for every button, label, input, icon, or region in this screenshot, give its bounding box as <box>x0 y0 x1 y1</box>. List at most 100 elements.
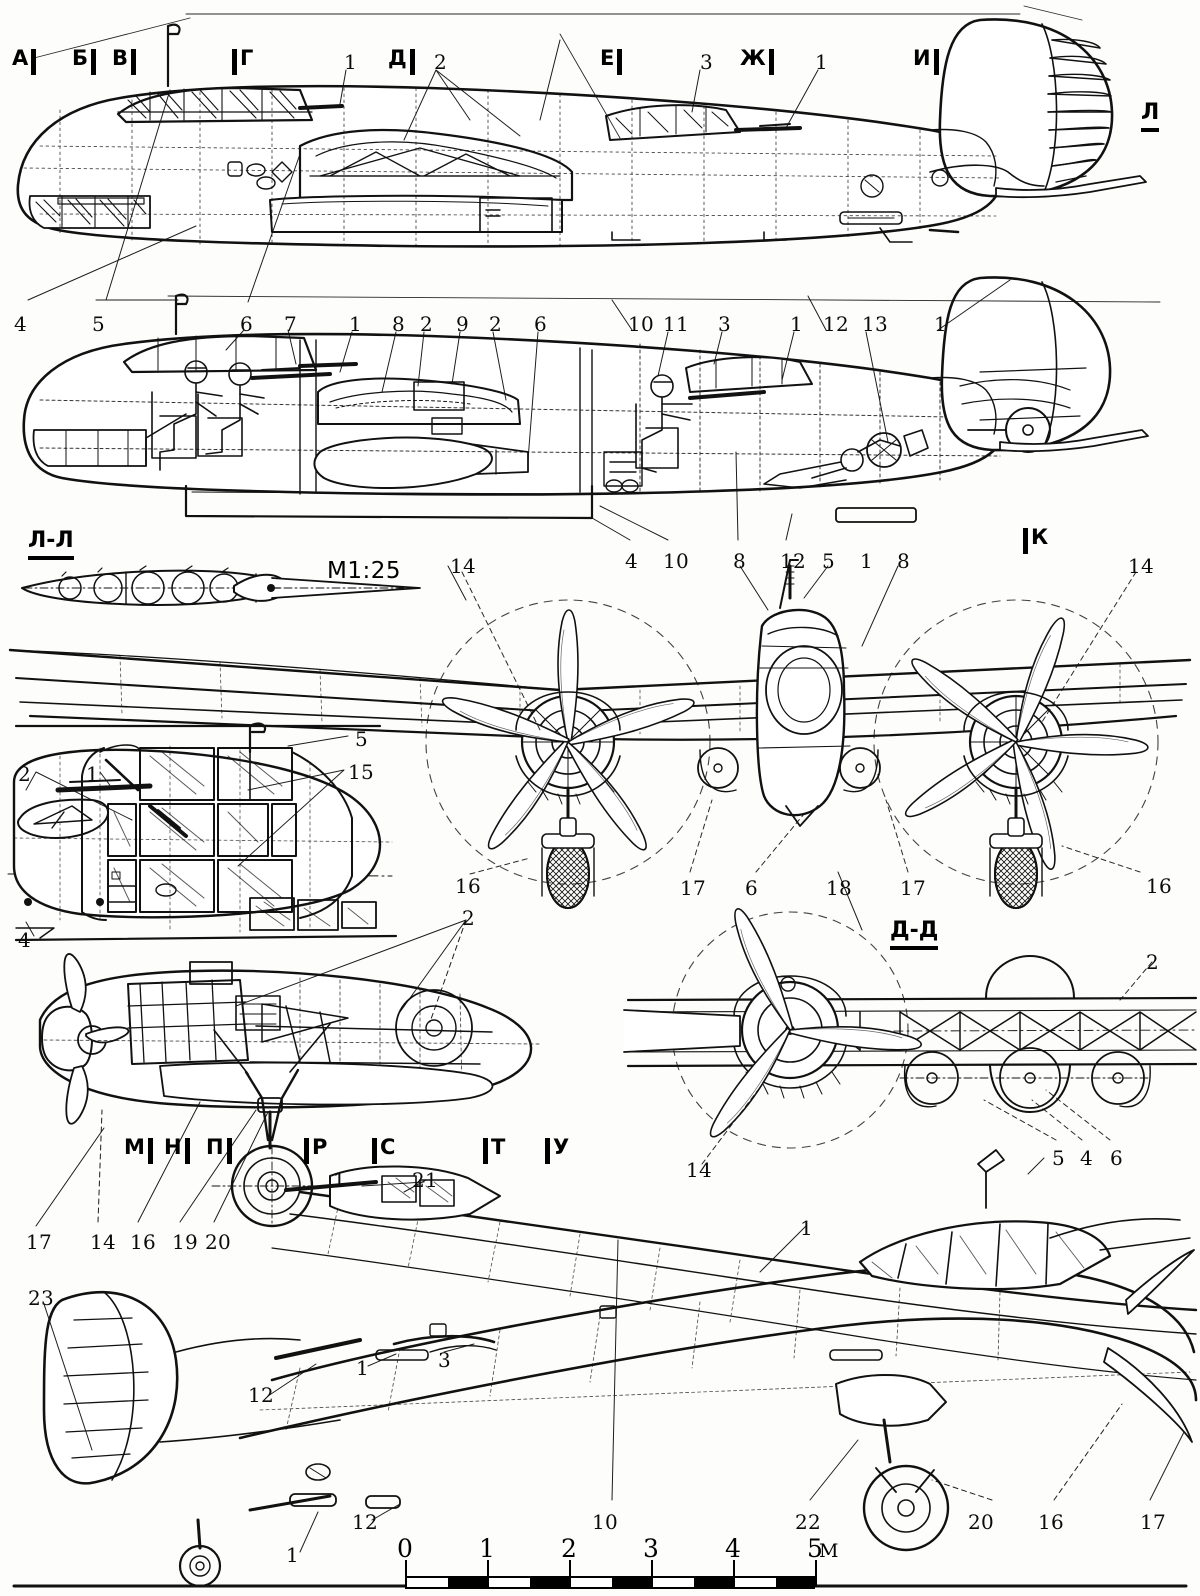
callout-number: 14 <box>90 1230 117 1254</box>
callout-number: 2 <box>489 312 503 336</box>
section-marker-a: А <box>12 48 37 75</box>
scale-bar-segment <box>407 1578 448 1587</box>
scale-bar-segment <box>694 1578 735 1587</box>
callout-number: 17 <box>1140 1510 1167 1534</box>
section-marker-letter: Г <box>240 46 254 70</box>
callout-number: 2 <box>18 762 32 786</box>
section-marker-u: У <box>545 1137 569 1164</box>
section-title-text: Д-Д <box>890 918 939 943</box>
section-marker-bar <box>131 49 137 75</box>
section-title-underline <box>1141 128 1160 132</box>
scale-bar-segment <box>776 1578 817 1587</box>
scale-bar-label: 0 <box>397 1534 413 1563</box>
callout-number: 2 <box>420 312 434 336</box>
callout-number: 7 <box>284 312 298 336</box>
callout-number: 5 <box>355 727 369 751</box>
callout-number: 14 <box>450 554 477 578</box>
section-marker-letter: Д <box>388 46 407 70</box>
callout-number: 1 <box>333 1168 347 1192</box>
callout-number: 15 <box>348 760 375 784</box>
callout-number: 4 <box>1080 1146 1094 1170</box>
callout-number: 11 <box>663 312 690 336</box>
scale-bar-label: 5 <box>807 1534 823 1563</box>
callout-number: 1 <box>934 312 948 336</box>
section-marker-bar <box>933 49 939 75</box>
callout-number: 16 <box>455 874 482 898</box>
callout-number: 4 <box>625 549 639 573</box>
callout-number: 16 <box>1038 1510 1065 1534</box>
callout-number: 6 <box>240 312 254 336</box>
scale-bar-strip <box>405 1576 817 1589</box>
scale-bar-segment <box>735 1578 776 1587</box>
callout-number: 6 <box>1110 1146 1124 1170</box>
callout-number: 6 <box>745 876 759 900</box>
section-marker-k: К <box>1023 527 1048 554</box>
section-marker-bar <box>147 1138 153 1164</box>
scale-bar-tick <box>487 1560 489 1578</box>
callout-number: 5 <box>822 549 836 573</box>
callout-number: 18 <box>826 876 853 900</box>
scale-bar-tick <box>569 1560 571 1578</box>
scale-bar-label: 2 <box>561 1534 577 1563</box>
callout-number: 12 <box>823 312 850 336</box>
section-marker-n: Н <box>164 1137 190 1164</box>
callout-number: 20 <box>968 1510 995 1534</box>
section-marker-letter: Е <box>600 46 615 70</box>
section-marker-bar <box>226 1138 232 1164</box>
scale-ratio-note: М1:25 <box>327 558 401 584</box>
scale-bar-segment <box>489 1578 530 1587</box>
section-marker-m: М <box>124 1137 153 1164</box>
section-marker-s: С <box>372 1137 395 1164</box>
callout-number: 5 <box>92 312 106 336</box>
callout-number: 20 <box>205 1230 232 1254</box>
scale-bar-tick <box>651 1560 653 1578</box>
section-title-underline <box>890 946 939 950</box>
callout-number: 3 <box>718 312 732 336</box>
section-title-l-right: Л <box>1141 100 1160 132</box>
section-marker-bar <box>409 49 415 75</box>
section-marker-letter: М <box>124 1135 145 1159</box>
callout-number: 1 <box>800 1216 814 1240</box>
callout-number: 3 <box>438 1348 452 1372</box>
callout-number: 2 <box>1146 950 1160 974</box>
callout-number: 17 <box>680 876 707 900</box>
scale-bar-segment <box>571 1578 612 1587</box>
section-marker-bar <box>232 49 237 75</box>
callout-number: 12 <box>352 1510 379 1534</box>
callout-number: 12 <box>780 549 807 573</box>
scale-bar-tick <box>815 1560 817 1578</box>
callout-number: 4 <box>18 928 32 952</box>
section-marker-bar <box>1023 528 1028 554</box>
section-marker-i: И <box>913 48 939 75</box>
section-marker-letter: У <box>553 1135 570 1159</box>
scale-bar-unit: М <box>819 1540 839 1562</box>
callout-number: 9 <box>456 312 470 336</box>
callout-number: 1 <box>860 549 874 573</box>
callout-number: 2 <box>462 906 476 930</box>
callout-number: 8 <box>392 312 406 336</box>
callout-number: 8 <box>897 549 911 573</box>
callout-number: 10 <box>663 549 690 573</box>
section-marker-r: Р <box>304 1137 327 1164</box>
section-marker-bar <box>372 1138 377 1164</box>
section-marker-letter: Б <box>72 46 89 70</box>
callout-number: 16 <box>1146 874 1173 898</box>
section-marker-t: Т <box>483 1137 505 1164</box>
callout-number: 5 <box>1052 1146 1066 1170</box>
scale-bar-segment <box>612 1578 653 1587</box>
scale-bar-label: 1 <box>479 1534 495 1563</box>
section-title-l-l: Л-Л <box>28 528 74 560</box>
section-marker-b: Б <box>72 46 97 75</box>
callout-number: 1 <box>344 50 358 74</box>
section-marker-zh: Ж <box>740 48 774 75</box>
scale-bar-label: 3 <box>643 1534 659 1563</box>
section-marker-bar <box>768 49 774 75</box>
callout-number: 1 <box>349 312 363 336</box>
section-marker-bar <box>545 1138 550 1164</box>
section-marker-e: Е <box>600 46 623 75</box>
section-marker-letter: Т <box>491 1135 506 1159</box>
callout-number: 16 <box>130 1230 157 1254</box>
callout-number: 6 <box>534 312 548 336</box>
